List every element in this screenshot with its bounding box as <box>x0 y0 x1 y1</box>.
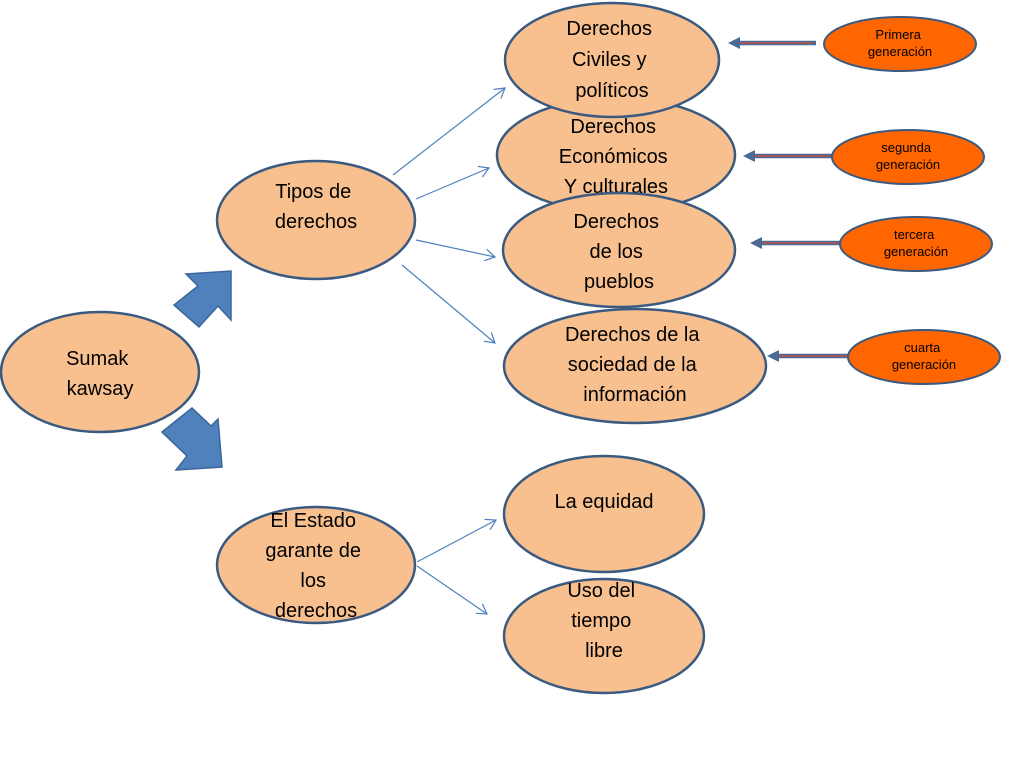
node-economicos-line: Y culturales <box>564 176 668 198</box>
node-sumak-line: kawsay <box>67 378 134 400</box>
node-uso-del-tiempo[interactable]: Uso del tiempo libre <box>502 577 706 695</box>
generation-tercera-line: tercera <box>894 227 935 242</box>
svg-text:Sumak kawsay: Sumak kawsay <box>66 348 134 400</box>
block-arrow-down <box>160 407 223 471</box>
connector-to-equidad <box>416 520 496 563</box>
connector-to-pueblos <box>415 239 495 257</box>
node-sumak-line: Sumak <box>66 348 129 370</box>
generation-tercera[interactable]: tercera generación <box>839 216 993 272</box>
generation-cuarta[interactable]: cuarta generación <box>847 329 1001 385</box>
svg-text:Derechos de los pu: Derechos de los pueblos <box>573 211 664 293</box>
connector-to-tiempo <box>416 565 487 614</box>
node-estado-line: El Estado <box>270 510 356 532</box>
node-tipos-line: Tipos de <box>275 181 351 203</box>
node-tiempo-line: libre <box>585 640 623 662</box>
generation-tercera-line: generación <box>884 244 948 259</box>
svg-text:Primera generación: Primera generación <box>868 27 932 59</box>
node-tiempo-line: tiempo <box>571 610 631 632</box>
node-tiempo-line: Uso del <box>567 580 635 602</box>
node-estado-line: los <box>300 570 326 592</box>
svg-text:tercera generación: tercera generación <box>884 227 948 259</box>
node-civiles-line: políticos <box>575 80 648 102</box>
node-estado-line: derechos <box>275 600 357 622</box>
generation-arrows <box>728 37 850 362</box>
node-pueblos-line: de los <box>590 241 643 263</box>
generation-cuarta-line: generación <box>892 357 956 372</box>
svg-text:Derechos Civiles y: Derechos Civiles y políticos <box>566 18 657 102</box>
svg-text:segunda generación: segunda generación <box>876 140 940 172</box>
connector-to-civiles <box>392 88 505 176</box>
connector-to-economicos <box>415 168 489 200</box>
node-derechos-civiles[interactable]: Derechos Civiles y políticos <box>503 1 721 119</box>
node-pueblos-line: Derechos <box>573 211 659 233</box>
tipos-connectors <box>392 88 505 343</box>
node-derechos-sociedad[interactable]: Derechos de la sociedad de la informació… <box>502 307 768 425</box>
svg-text:Uso del tiempo lib: Uso del tiempo libre <box>567 580 640 662</box>
connector-to-sociedad <box>401 264 495 343</box>
node-derechos-pueblos[interactable]: Derechos de los pueblos <box>501 191 737 309</box>
node-equidad-line: La equidad <box>555 491 654 513</box>
node-tipos-line: derechos <box>275 211 357 233</box>
svg-text:Tipos de derechos: Tipos de derechos <box>275 181 357 233</box>
generation-primera-line: Primera <box>875 27 921 42</box>
node-derechos-economicos[interactable]: Derechos Económicos Y culturales <box>495 96 737 214</box>
block-arrow-up <box>172 270 232 329</box>
svg-text:cuarta generación: cuarta generación <box>892 340 956 372</box>
generation-cuarta-line: cuarta <box>904 340 941 355</box>
svg-text:El Estado garante de: El Estado garante de los derechos <box>265 510 366 622</box>
node-sociedad-line: información <box>583 384 686 406</box>
node-pueblos-line: pueblos <box>584 271 654 293</box>
generation-segunda[interactable]: segunda generación <box>831 129 985 185</box>
node-sociedad-line: Derechos de la <box>565 324 700 346</box>
generation-segunda-line: generación <box>876 157 940 172</box>
estado-connectors <box>416 520 496 614</box>
generation-primera-line: generación <box>868 44 932 59</box>
node-la-equidad[interactable]: La equidad <box>502 454 706 574</box>
node-economicos-line: Derechos <box>570 116 656 138</box>
node-sumak-kawsay[interactable]: Sumak kawsay <box>0 310 201 434</box>
node-civiles-line: Civiles y <box>572 49 646 71</box>
node-economicos-line: Económicos <box>559 146 668 168</box>
generation-segunda-line: segunda <box>881 140 932 155</box>
node-tipos-de-derechos[interactable]: Tipos de derechos <box>215 159 417 281</box>
svg-text:La equidad: La equidad <box>555 491 654 513</box>
node-el-estado[interactable]: El Estado garante de los derechos <box>215 505 417 625</box>
svg-text:Derechos de la sociedad: Derechos de la sociedad de la informació… <box>565 324 705 406</box>
node-civiles-line: Derechos <box>566 18 652 40</box>
generation-primera[interactable]: Primera generación <box>823 16 977 72</box>
node-estado-line: garante de <box>265 540 361 562</box>
svg-text:Derechos Económicos: Derechos Económicos Y culturales <box>559 116 674 198</box>
node-sociedad-line: sociedad de la <box>568 354 698 376</box>
